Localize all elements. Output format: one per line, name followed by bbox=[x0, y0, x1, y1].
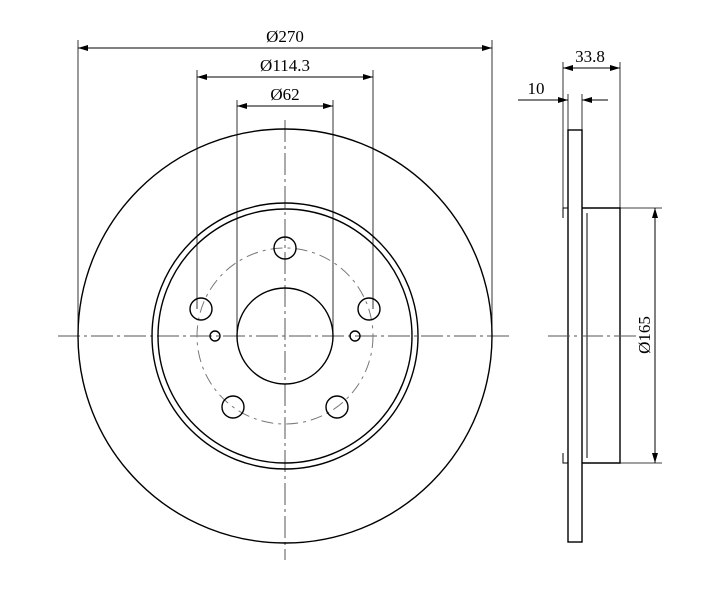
dimension-outer-diameter: Ø270 bbox=[77, 27, 493, 336]
label-center-bore: Ø62 bbox=[270, 85, 299, 104]
bolt-hole-upper-left bbox=[189, 297, 213, 321]
label-disc-thickness: 10 bbox=[528, 79, 545, 98]
label-pitch-circle-diameter: Ø114.3 bbox=[260, 56, 310, 75]
label-total-height: 33.8 bbox=[575, 47, 605, 66]
bolt-hole-upper-right bbox=[357, 297, 381, 321]
bolt-hole-top bbox=[273, 236, 297, 260]
locating-hole-left bbox=[209, 330, 221, 342]
label-outer-diameter: Ø270 bbox=[266, 27, 304, 46]
dimension-center-bore: Ø62 bbox=[236, 85, 334, 336]
bolt-pitch-circle bbox=[196, 247, 374, 425]
hat-outer-edge bbox=[151, 202, 419, 470]
dimension-hub-diameter: Ø165 bbox=[620, 207, 662, 464]
dimension-disc-thickness: 10 bbox=[518, 79, 608, 130]
locating-hole-right bbox=[349, 330, 361, 342]
dimension-total-height: 33.8 bbox=[562, 47, 621, 208]
side-flange-step-bottom bbox=[562, 453, 568, 464]
front-view bbox=[58, 120, 512, 560]
label-hub-diameter: Ø165 bbox=[635, 316, 654, 354]
hat-inner-edge bbox=[157, 208, 413, 464]
dimension-pitch-circle-diameter: Ø114.3 bbox=[196, 56, 374, 309]
side-view bbox=[548, 129, 640, 543]
bolt-hole-lower-right bbox=[325, 395, 349, 419]
bolt-hole-lower-left bbox=[221, 395, 245, 419]
side-flange-step-top bbox=[562, 207, 568, 218]
